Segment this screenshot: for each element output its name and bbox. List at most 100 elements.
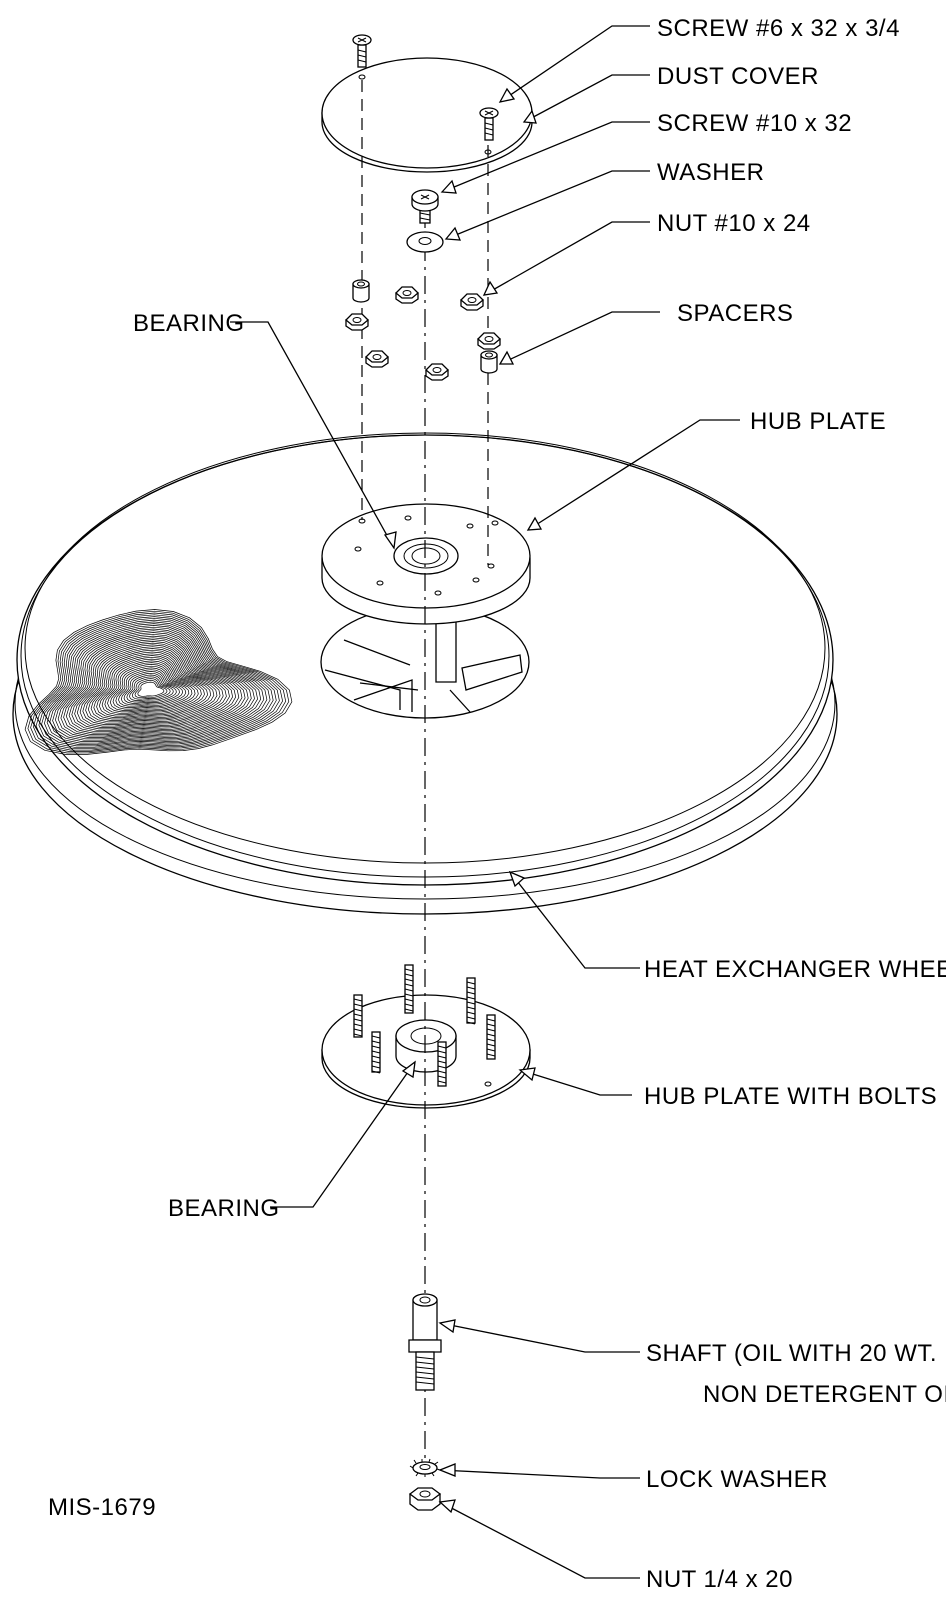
hex-nut [477, 332, 501, 350]
screw-10 [411, 189, 439, 224]
bolt [437, 1041, 447, 1087]
label-bearing-bottom: BEARING [168, 1195, 280, 1222]
label-spacers: SPACERS [677, 300, 793, 327]
leader-lines [230, 25, 740, 1579]
honeycomb-line [118, 669, 187, 707]
honeycomb-line [46, 623, 268, 744]
screw-6-left [352, 34, 372, 68]
honeycomb-line [57, 630, 255, 738]
arrowhead [438, 1319, 456, 1334]
honeycomb-line [104, 660, 202, 714]
honeycomb-cutaway [24, 609, 293, 755]
label-nut-10: NUT #10 x 24 [657, 210, 811, 237]
label-screw-10: SCREW #10 x 32 [657, 110, 852, 137]
honeycomb-line [76, 642, 233, 728]
honeycomb-line [126, 674, 177, 703]
bolt [404, 964, 414, 1014]
label-bearing-top: BEARING [133, 310, 245, 337]
label-hub-plate: HUB PLATE [750, 408, 886, 435]
arrowhead [482, 280, 499, 296]
honeycomb-line [120, 671, 183, 706]
arrowhead [438, 1499, 456, 1514]
hex-nut [345, 313, 369, 331]
honeycomb-line [41, 619, 274, 747]
label-hub-plate-with-bolts: HUB PLATE WITH BOLTS [644, 1083, 937, 1110]
honeycomb-line [55, 628, 258, 740]
arrowhead [383, 531, 397, 550]
washer [406, 231, 444, 253]
arrowhead [440, 179, 457, 194]
honeycomb-line [65, 635, 246, 734]
arrowhead [526, 516, 543, 531]
honeycomb-line [38, 617, 277, 748]
hex-nut [365, 350, 389, 368]
shaft [408, 1293, 442, 1391]
hex-nut [460, 293, 484, 311]
honeycomb-line [27, 610, 290, 754]
arrowhead [508, 870, 526, 888]
honeycomb-line [30, 612, 287, 752]
honeycomb-line [71, 639, 240, 731]
honeycomb-line [82, 646, 227, 725]
honeycomb-line [24, 609, 293, 755]
honeycomb-line [137, 681, 165, 697]
hub-plate-with-bolts [321, 964, 531, 1109]
arrowhead [522, 109, 537, 124]
spacer [352, 279, 370, 303]
arrowhead [444, 226, 462, 241]
honeycomb-line [123, 672, 180, 704]
nut-quarter [408, 1487, 442, 1511]
honeycomb-line [74, 641, 237, 730]
honeycomb-line [131, 678, 171, 700]
hub-plate [321, 503, 531, 625]
bolt [353, 994, 363, 1038]
honeycomb-line [98, 656, 208, 717]
bolt [371, 1031, 381, 1074]
honeycomb-line [68, 637, 243, 733]
lock-washer [409, 1458, 441, 1477]
arrowheads [383, 87, 543, 1514]
label-lock-washer: LOCK WASHER [646, 1466, 828, 1493]
hub-bolts [353, 964, 496, 1087]
honeycomb-line [109, 664, 196, 711]
label-washer: WASHER [657, 159, 764, 186]
honeycomb-line [44, 621, 271, 745]
honeycomb-line [49, 625, 265, 742]
honeycomb-line [115, 667, 190, 708]
honeycomb-line [87, 649, 221, 723]
bolt [466, 977, 476, 1025]
honeycomb-line [96, 655, 212, 718]
honeycomb-line [85, 648, 224, 724]
honeycomb-line [134, 679, 168, 699]
honeycomb-line [63, 633, 249, 735]
honeycomb-line [107, 662, 199, 713]
honeycomb-line [93, 653, 215, 720]
bolt [486, 1014, 496, 1060]
wheel-hub-opening [320, 605, 530, 719]
nuts-and-spacers [345, 279, 501, 381]
hex-nut [395, 286, 419, 304]
arrowhead [498, 87, 516, 103]
label-dust-cover: DUST COVER [657, 63, 819, 90]
honeycomb-line [90, 651, 218, 721]
honeycomb-line [79, 644, 230, 727]
label-shaft-line1: SHAFT (OIL WITH 20 WT. [646, 1340, 937, 1367]
label-shaft-line2: NON DETERGENT OIL) [703, 1381, 946, 1408]
dust-cover [321, 57, 533, 173]
honeycomb-line [35, 616, 280, 750]
arrowhead [518, 1067, 536, 1082]
label-heat-exchanger-wheel: HEAT EXCHANGER WHEEL [644, 956, 946, 983]
honeycomb-line [52, 626, 262, 741]
honeycomb-line [60, 632, 252, 737]
label-nut-quarter: NUT 1/4 x 20 [646, 1566, 793, 1593]
honeycomb-line [33, 614, 283, 751]
arrowhead [498, 350, 515, 365]
arrowhead [438, 1463, 456, 1477]
spacer [480, 350, 498, 374]
honeycomb-line [101, 658, 205, 716]
label-screw-6: SCREW #6 x 32 x 3/4 [657, 15, 900, 42]
hex-nut [425, 363, 449, 381]
honeycomb-line [129, 676, 174, 701]
